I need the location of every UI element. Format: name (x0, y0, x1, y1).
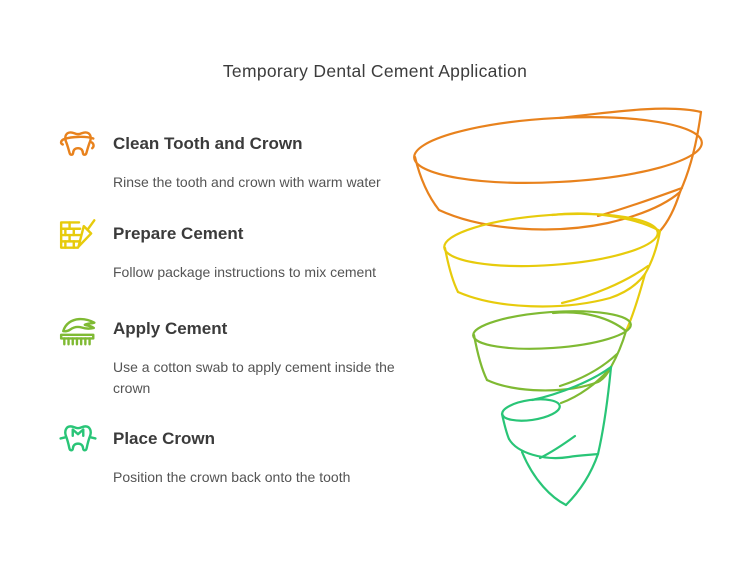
step-item-place-crown: Place Crown Position the crown back onto… (58, 419, 350, 488)
funnel-tier-1 (413, 107, 703, 233)
spiral-funnel-graphic (412, 100, 712, 520)
step-header: Prepare Cement (58, 214, 376, 254)
tooth-crown-icon (58, 419, 98, 459)
step-description: Use a cotton swab to apply cement inside… (113, 359, 395, 396)
tooth-crown-icon-strokes (59, 425, 97, 452)
step-title: Place Crown (113, 429, 216, 448)
step-header: Clean Tooth and Crown (58, 124, 381, 164)
step-description: Follow package instructions to mix cemen… (113, 264, 376, 280)
tooth-clean-icon (58, 124, 98, 164)
tooth-clean-icon-strokes (59, 131, 95, 156)
step-item-apply-cement: Apply Cement Use a cotton swab to apply … (58, 309, 395, 399)
funnel-tier-2 (443, 212, 662, 333)
cement-trowel-icon-strokes (59, 219, 96, 249)
applicator-brush-icon-strokes (59, 317, 96, 346)
funnel-tier-4 (500, 365, 613, 507)
step-header: Place Crown (58, 419, 350, 459)
cement-trowel-icon (58, 214, 98, 254)
step-title: Clean Tooth and Crown (113, 134, 303, 153)
funnel-tier-3 (472, 310, 632, 405)
step-header: Apply Cement (58, 309, 395, 349)
applicator-brush-icon (58, 309, 98, 349)
page-title: Temporary Dental Cement Application (222, 60, 528, 81)
step-item-prepare-cement: Prepare Cement Follow package instructio… (58, 214, 376, 283)
step-item-clean-tooth: Clean Tooth and Crown Rinse the tooth an… (58, 124, 381, 193)
step-title: Apply Cement (113, 319, 228, 338)
step-description: Rinse the tooth and crown with warm wate… (113, 174, 381, 190)
step-title: Prepare Cement (113, 224, 244, 243)
step-description: Position the crown back onto the tooth (113, 469, 351, 485)
